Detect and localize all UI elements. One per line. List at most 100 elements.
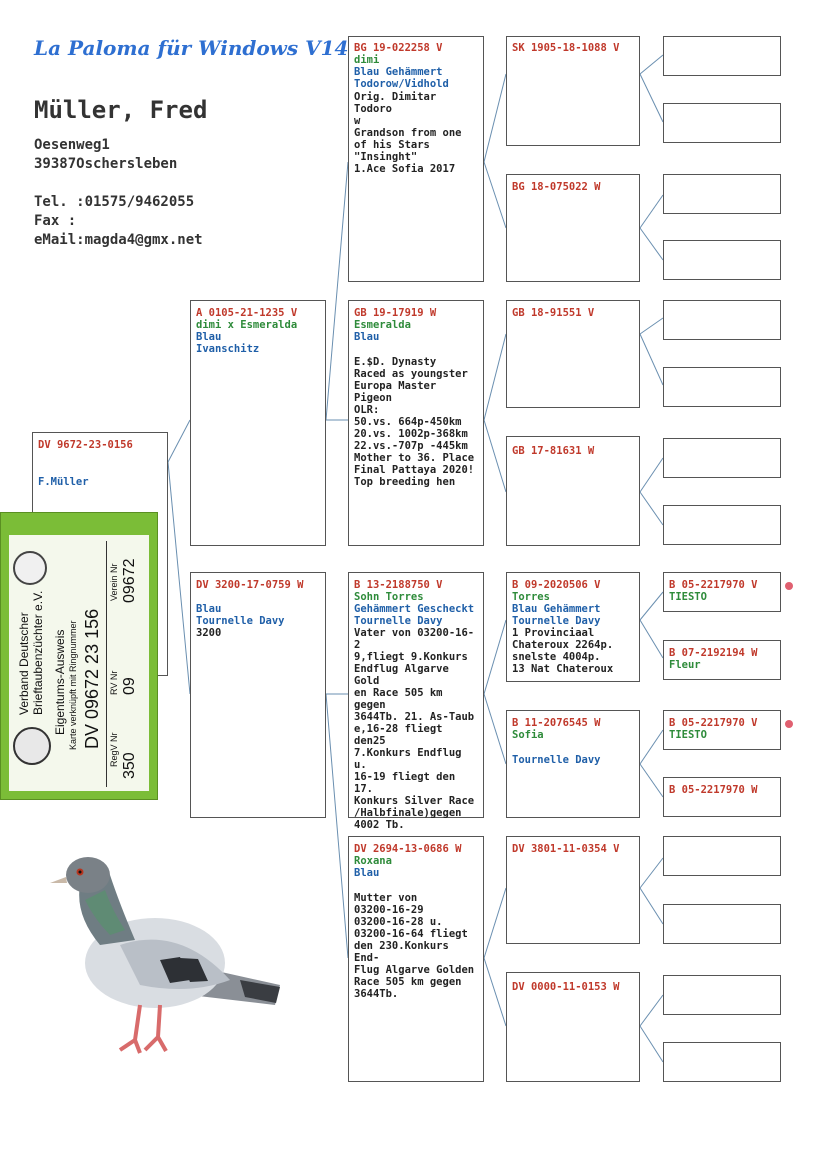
- ffm-ring: BG 18-075022 W: [512, 181, 636, 193]
- mfm-ring: B 11-2076545 W: [512, 717, 636, 729]
- mmf-box: DV 3801-11-0354 V: [506, 836, 640, 944]
- mff-breeder: Tournelle Davy: [512, 615, 636, 627]
- mm-box: DV 2694-13-0686 W Roxana Blau Mutter von…: [348, 836, 484, 1082]
- fm-box: GB 19-17919 W Esmeralda Blau E.$D. Dynas…: [348, 300, 484, 546]
- mmf-ring: DV 3801-11-0354 V: [512, 843, 636, 855]
- ownership-card: Verband Deutscher Brieftaubenzüchter e.V…: [0, 512, 158, 800]
- mfmf-ring: B 05-2217970 V: [669, 717, 777, 729]
- fmm-ring: GB 17-81631 W: [512, 445, 636, 457]
- fmm-box: GB 17-81631 W: [506, 436, 640, 546]
- card-regv-value: 350: [121, 752, 139, 779]
- fm-color: Blau: [354, 331, 480, 343]
- g4-box-8: [663, 505, 781, 545]
- mfm-box: B 11-2076545 W Sofia Tournelle Davy: [506, 710, 640, 818]
- card-divider: [106, 541, 107, 787]
- marker-dot: [785, 582, 793, 590]
- mother-ring: DV 3200-17-0759 W: [196, 579, 322, 591]
- card-rv-label: RV Nr: [109, 671, 119, 695]
- card-ring-number: DV 09672 23 156: [82, 609, 103, 749]
- mm-ring: DV 2694-13-0686 W: [354, 843, 480, 855]
- card-org-line2: Brieftaubenzüchter e.V.: [31, 591, 45, 715]
- fff-ring: SK 1905-18-1088 V: [512, 42, 636, 54]
- mffm-box: B 07-2192194 W Fleur: [663, 640, 781, 680]
- mfmm-box: B 05-2217970 W: [663, 777, 781, 817]
- ff-color: Blau Gehämmert: [354, 66, 480, 78]
- father-name: dimi x Esmeralda: [196, 319, 322, 331]
- fm-name: Esmeralda: [354, 319, 480, 331]
- g4-box-7: [663, 438, 781, 478]
- mf-box: B 13-2188750 V Sohn Torres Gehämmert Ges…: [348, 572, 484, 818]
- owner-street: Oesenweg1: [34, 137, 110, 153]
- mfff-box: B 05-2217970 V TIESTO: [663, 572, 781, 612]
- father-breeder: Ivanschitz: [196, 343, 322, 355]
- card-subtitle: Karte verknüpft mit Ringnummer: [68, 620, 78, 750]
- mfmm-ring: B 05-2217970 W: [669, 784, 777, 796]
- mfff-ring: B 05-2217970 V: [669, 579, 777, 591]
- g4-box-1: [663, 36, 781, 76]
- mfmf-name: TIESTO: [669, 729, 777, 741]
- card-verein-value: 09672: [121, 559, 139, 604]
- owner-email: eMail:magda4@gmx.net: [34, 232, 203, 248]
- mm-name: Roxana: [354, 855, 480, 867]
- mmm-ring: DV 0000-11-0153 W: [512, 981, 636, 993]
- mfmf-box: B 05-2217970 V TIESTO: [663, 710, 781, 750]
- ff-name: dimi: [354, 54, 480, 66]
- mother-code: 3200: [196, 627, 322, 639]
- owner-fax: Fax :: [34, 213, 76, 229]
- mff-name: Torres: [512, 591, 636, 603]
- card-title: Eigentums-Ausweis: [53, 630, 67, 735]
- fm-ring: GB 19-17919 W: [354, 307, 480, 319]
- fmf-box: GB 18-91551 V: [506, 300, 640, 408]
- mfm-name: Sofia: [512, 729, 636, 741]
- mff-box: B 09-2020506 V Torres Blau Gehämmert Tou…: [506, 572, 640, 682]
- card-regv-label: RegV Nr: [109, 732, 119, 767]
- mff-color: Blau Gehämmert: [512, 603, 636, 615]
- g4-box-15: [663, 975, 781, 1015]
- mffm-ring: B 07-2192194 W: [669, 647, 777, 659]
- fff-box: SK 1905-18-1088 V: [506, 36, 640, 146]
- g4-box-2: [663, 103, 781, 143]
- mother-color: Blau: [196, 603, 322, 615]
- mm-color: Blau: [354, 867, 480, 879]
- father-ring: A 0105-21-1235 V: [196, 307, 322, 319]
- ff-box: BG 19-022258 V dimi Blau Gehämmert Todor…: [348, 36, 484, 282]
- card-rv-value: 09: [121, 677, 139, 695]
- g4-box-5: [663, 300, 781, 340]
- mother-box: DV 3200-17-0759 W Blau Tournelle Davy 32…: [190, 572, 326, 818]
- pigeon-photo: [40, 845, 290, 1065]
- mf-color: Gehämmert Gescheckt: [354, 603, 480, 615]
- fmf-ring: GB 18-91551 V: [512, 307, 636, 319]
- software-brand: La Paloma für Windows V14.01: [34, 36, 383, 60]
- g4-box-3: [663, 174, 781, 214]
- owner-city: 39387Oschersleben: [34, 156, 177, 172]
- mm-info: Mutter von 03200-16-29 03200-16-28 u. 03…: [354, 892, 480, 1000]
- ff-info: Orig. Dimitar Todoro w Grandson from one…: [354, 91, 480, 175]
- card-verein-label: Verein Nr: [109, 563, 119, 601]
- mf-breeder: Tournelle Davy: [354, 615, 480, 627]
- ffm-box: BG 18-075022 W: [506, 174, 640, 282]
- ownership-card-inner: Verband Deutscher Brieftaubenzüchter e.V…: [9, 535, 149, 791]
- mmm-box: DV 0000-11-0153 W: [506, 972, 640, 1082]
- mfm-breeder: Tournelle Davy: [512, 754, 636, 766]
- mf-ring: B 13-2188750 V: [354, 579, 480, 591]
- g4-box-13: [663, 836, 781, 876]
- association-logo: [13, 727, 51, 765]
- mf-info: Vater von 03200-16-2 9,fliegt 9.Konkurs …: [354, 627, 480, 831]
- subject-breeder: F.Müller: [38, 476, 164, 488]
- father-box: A 0105-21-1235 V dimi x Esmeralda Blau I…: [190, 300, 326, 546]
- g4-box-6: [663, 367, 781, 407]
- card-org-line1: Verband Deutscher: [17, 612, 31, 715]
- mf-name: Sohn Torres: [354, 591, 480, 603]
- ff-ring: BG 19-022258 V: [354, 42, 480, 54]
- owner-name: Müller, Fred: [34, 96, 207, 124]
- mff-info: 1 Provinciaal Chateroux 2264p. snelste 4…: [512, 627, 636, 675]
- marker-dot: [785, 720, 793, 728]
- mfff-name: TIESTO: [669, 591, 777, 603]
- subject-ring: DV 9672-23-0156: [38, 439, 164, 451]
- mffm-name: Fleur: [669, 659, 777, 671]
- ff-breeder: Todorow/Vidhold: [354, 78, 480, 90]
- father-color: Blau: [196, 331, 322, 343]
- pigeon-logo: [13, 551, 47, 585]
- mother-breeder: Tournelle Davy: [196, 615, 322, 627]
- g4-box-14: [663, 904, 781, 944]
